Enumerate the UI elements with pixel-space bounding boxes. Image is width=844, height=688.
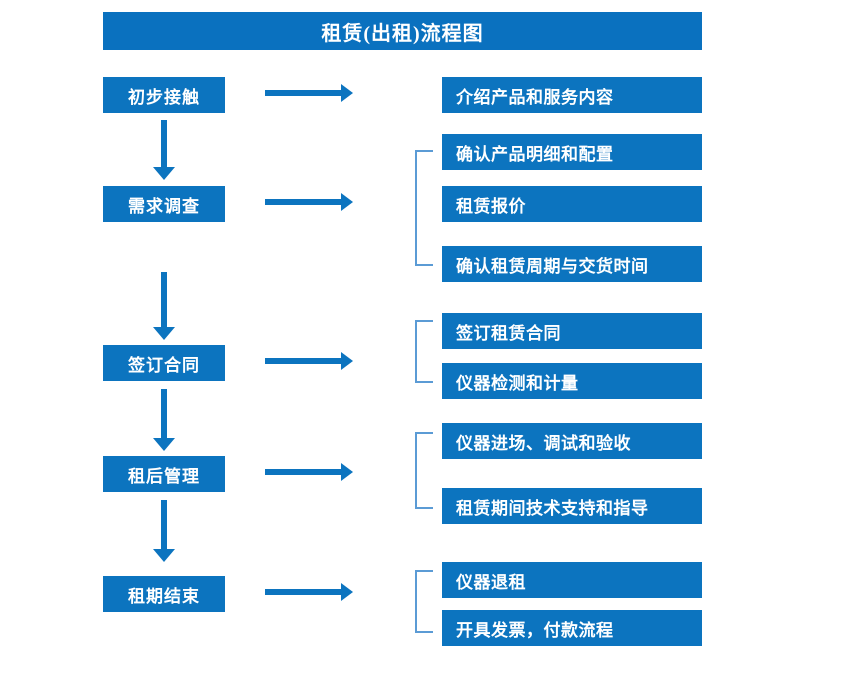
- arrow-head: [153, 327, 175, 340]
- bracket-connector-icon: [415, 570, 433, 633]
- detail-box-confirm-period-delivery[interactable]: 确认租赁周期与交货时间: [442, 246, 702, 282]
- detail-box-rental-quotation[interactable]: 租赁报价: [442, 186, 702, 222]
- detail-box-technical-support[interactable]: 租赁期间技术支持和指导: [442, 488, 702, 524]
- detail-box-sign-rental-contract[interactable]: 签订租赁合同: [442, 313, 702, 349]
- stage-box-rental-end[interactable]: 租期结束: [103, 576, 225, 612]
- right-arrow-icon: [265, 352, 353, 370]
- arrow-head: [341, 583, 353, 601]
- arrow-shaft: [265, 589, 341, 595]
- detail-box-invoice-payment[interactable]: 开具发票，付款流程: [442, 610, 702, 646]
- arrow-shaft: [265, 358, 341, 364]
- stage-box-sign-contract[interactable]: 签订合同: [103, 345, 225, 381]
- arrow-head: [153, 549, 175, 562]
- detail-box-instrument-inspection[interactable]: 仪器检测和计量: [442, 363, 702, 399]
- arrow-shaft: [161, 389, 167, 438]
- right-arrow-icon: [265, 583, 353, 601]
- down-arrow-icon: [153, 389, 175, 451]
- detail-box-instrument-return[interactable]: 仪器退租: [442, 562, 702, 598]
- arrow-shaft: [265, 90, 341, 96]
- arrow-head: [341, 352, 353, 370]
- diagram-title: 租赁(出租)流程图: [103, 12, 702, 50]
- right-arrow-icon: [265, 193, 353, 211]
- detail-box-confirm-product-specs[interactable]: 确认产品明细和配置: [442, 134, 702, 170]
- right-arrow-icon: [265, 84, 353, 102]
- arrow-head: [153, 438, 175, 451]
- down-arrow-icon: [153, 500, 175, 562]
- arrow-shaft: [161, 272, 167, 327]
- right-arrow-icon: [265, 463, 353, 481]
- bracket-connector-icon: [415, 150, 433, 266]
- stage-box-needs-survey[interactable]: 需求调查: [103, 186, 225, 222]
- arrow-head: [153, 167, 175, 180]
- stage-box-post-rental-management[interactable]: 租后管理: [103, 456, 225, 492]
- detail-box-instrument-installation[interactable]: 仪器进场、调试和验收: [442, 423, 702, 459]
- arrow-shaft: [161, 500, 167, 549]
- arrow-shaft: [265, 469, 341, 475]
- arrow-head: [341, 84, 353, 102]
- down-arrow-icon: [153, 272, 175, 340]
- arrow-shaft: [265, 199, 341, 205]
- arrow-head: [341, 193, 353, 211]
- bracket-connector-icon: [415, 320, 433, 383]
- detail-box-introduce-products[interactable]: 介绍产品和服务内容: [442, 77, 702, 113]
- down-arrow-icon: [153, 120, 175, 180]
- bracket-connector-icon: [415, 432, 433, 509]
- arrow-head: [341, 463, 353, 481]
- arrow-shaft: [161, 120, 167, 167]
- stage-box-initial-contact[interactable]: 初步接触: [103, 77, 225, 113]
